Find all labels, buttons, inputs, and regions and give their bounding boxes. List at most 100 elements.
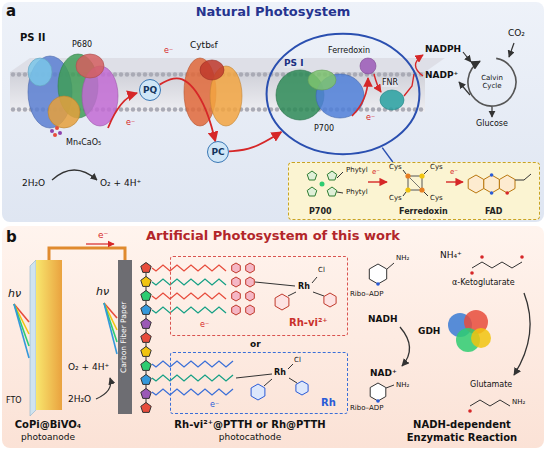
ring	[468, 175, 484, 193]
figure-label: GDH	[418, 326, 440, 336]
figure-label: Phytyl	[346, 166, 368, 174]
figure-label: NADH	[368, 314, 398, 324]
figure-label: NH₂	[396, 254, 409, 262]
mn-cluster	[50, 129, 54, 133]
lipid-head	[395, 72, 399, 76]
lipid-head	[173, 72, 177, 76]
figure-label: FNR	[382, 78, 398, 87]
arrow	[459, 82, 470, 95]
n-atom	[490, 173, 494, 177]
fe-atom	[405, 173, 410, 178]
lipid-head	[257, 72, 261, 76]
carbon-fiber-paper	[118, 260, 132, 414]
figure-label: Ribo–ADP	[350, 290, 383, 298]
arrow	[491, 107, 492, 117]
arrow	[368, 181, 387, 182]
light-beam	[104, 303, 117, 354]
lipid-head	[263, 107, 267, 111]
o-atom	[520, 255, 524, 259]
lipid-head	[179, 107, 183, 111]
figure-label: Rh-vi²⁺@PTTH or Rh@PTTH	[174, 419, 325, 431]
alkyl-chain	[152, 279, 226, 285]
lipid-head	[401, 72, 405, 76]
bond	[264, 379, 272, 386]
bond	[236, 374, 272, 378]
lipid-head	[161, 107, 165, 111]
figure-label: PS II	[20, 32, 45, 44]
bond	[255, 282, 295, 286]
o-atom	[505, 191, 509, 195]
figure-label: Ribo–ADP	[350, 404, 383, 412]
fto-glass	[30, 260, 36, 416]
carrier-circle: PQ	[139, 79, 161, 101]
bond	[313, 292, 324, 296]
figure-label: NH₄⁺	[440, 250, 462, 260]
figure-label: Carbon Fiber Paper	[121, 301, 130, 372]
node-text: PS I	[284, 58, 304, 68]
figure-label: or	[250, 339, 261, 349]
figure-label: Ferredoxin	[328, 46, 370, 55]
lipid-head	[263, 72, 267, 76]
thiophene-ring	[141, 277, 151, 287]
arrow	[96, 378, 111, 399]
protein	[200, 60, 224, 80]
alkyl-chain	[152, 361, 233, 367]
protein	[28, 58, 52, 86]
thiophene-ring	[141, 403, 151, 413]
panel-band: Natural PhotosystemPQPCPS IP700Ferredoxi…	[2, 2, 544, 222]
lipid-head	[149, 107, 153, 111]
figure-label: Mn₄CaO₅	[66, 138, 101, 147]
figure-label: b	[6, 229, 17, 246]
fe-atom	[419, 187, 424, 192]
ring	[327, 187, 337, 196]
electron-transfer-arrow	[229, 132, 281, 151]
figure-label: Rh	[298, 282, 310, 291]
arrow	[514, 293, 530, 375]
lipid-head	[179, 72, 183, 76]
figure-label: Enzymatic Reaction	[407, 432, 517, 444]
figure-label: FTO	[6, 396, 22, 405]
figure-label: CoPi@BiVO₄	[15, 419, 81, 431]
viologen-ring	[246, 277, 255, 287]
lipid-head	[17, 107, 21, 111]
lipid-head	[371, 107, 375, 111]
figure-label: e⁻	[450, 168, 458, 176]
dashed-box: P700FerredoxinFAD	[288, 162, 540, 220]
ferredoxin	[360, 58, 376, 74]
viologen-ring	[246, 291, 255, 301]
lipid-head	[377, 72, 381, 76]
bond	[403, 192, 406, 196]
fe-s-cluster	[408, 176, 422, 190]
figure-label: 2H₂O	[22, 178, 45, 188]
lipid-head	[11, 72, 15, 76]
bond	[337, 172, 343, 178]
ring	[251, 384, 265, 400]
light-beam	[14, 304, 29, 358]
electron-transfer-arrow	[160, 78, 216, 141]
viologen-ring	[232, 277, 241, 287]
lipid-head	[149, 72, 153, 76]
figure-label: Glutamate	[470, 380, 512, 389]
thiophene-ring	[141, 389, 151, 399]
figure-label: e⁻	[98, 230, 108, 240]
figure-label: photoanode	[21, 432, 75, 442]
lipid-head	[419, 107, 423, 111]
lipid-head	[131, 107, 135, 111]
mg-atom	[320, 182, 325, 187]
calvin-cycle-ring	[468, 58, 516, 106]
arrow	[463, 52, 471, 62]
s-atom	[405, 187, 410, 192]
electron-transfer-arrow	[382, 148, 393, 162]
lipid-head	[257, 107, 261, 111]
nicotinamide-ring	[369, 264, 386, 284]
lipid-head	[407, 107, 411, 111]
ring	[307, 187, 317, 196]
arrow	[86, 243, 114, 244]
mn-cluster	[58, 131, 62, 135]
n-atom	[376, 399, 380, 403]
lipid-head	[137, 107, 141, 111]
lipid-head	[275, 107, 279, 111]
figure-label: NADH-dependent	[413, 419, 511, 431]
alkyl-chain	[152, 375, 233, 381]
arrow	[446, 181, 463, 182]
